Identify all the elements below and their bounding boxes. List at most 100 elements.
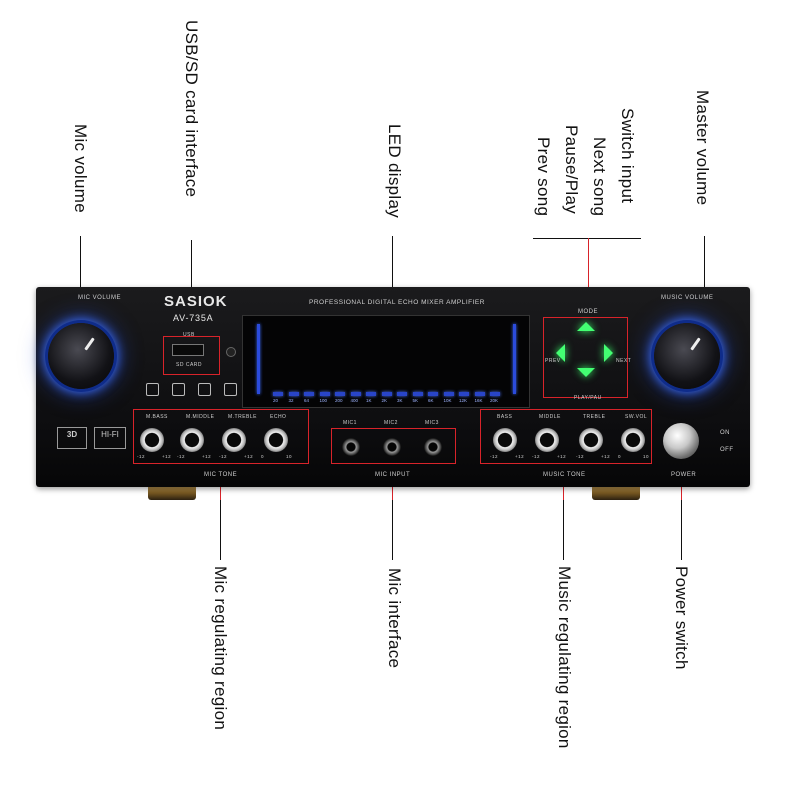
mic-tone-knob[interactable]	[140, 428, 164, 452]
usb-port[interactable]	[172, 344, 204, 356]
eq-segment	[443, 392, 454, 396]
knob-range-high: +12	[202, 454, 212, 459]
music-tone-caption: MUSIC TONE	[543, 472, 586, 478]
panel-title: PROFESSIONAL DIGITAL ECHO MIXER AMPLIFIE…	[309, 299, 485, 306]
eq-band-label: 5K	[412, 398, 419, 403]
eq-segment	[304, 392, 314, 396]
prev-caption: PREV	[545, 358, 561, 364]
mic-regulating-highlight	[133, 409, 309, 464]
mic-volume-caption: MIC VOLUME	[78, 295, 122, 301]
eq-segment	[381, 392, 392, 396]
mic-jack[interactable]	[424, 438, 442, 456]
label-next-song: Next song	[590, 137, 609, 217]
eq-segment	[474, 392, 485, 396]
label-pause-play: Pause/Play	[562, 125, 581, 214]
eq-band-label: 32	[288, 398, 294, 403]
label-music-regulating: Music regulating region	[555, 566, 574, 749]
eq-segment	[412, 392, 423, 396]
eq-segment	[319, 392, 330, 396]
power-switch[interactable]	[663, 423, 699, 459]
music-tone-knob-label: BASS	[497, 414, 513, 420]
knob-range-high: +12	[557, 454, 567, 459]
eq-band-label: 200	[335, 398, 343, 403]
label-switch-input: Switch input	[618, 108, 637, 204]
pointer-switch-input	[588, 238, 589, 318]
leader-mic-regulating	[220, 500, 221, 560]
record-icon-button[interactable]	[224, 383, 237, 396]
mic-jack[interactable]	[342, 438, 360, 456]
leader-switch-bar	[533, 238, 641, 239]
leader-master-volume	[704, 236, 705, 290]
prev-button[interactable]	[556, 344, 565, 362]
leader-power-switch	[681, 500, 682, 560]
knob-range-high: +12	[244, 454, 254, 459]
eq-band-label: 3K	[397, 398, 403, 403]
mode-icon-button[interactable]	[146, 383, 159, 396]
mic-interface-highlight	[331, 428, 456, 464]
mic-tone-knob[interactable]	[222, 428, 246, 452]
knob-range-low: -12	[532, 454, 541, 459]
music-tone-knob[interactable]	[621, 428, 645, 452]
music-tone-knob[interactable]	[493, 428, 517, 452]
eq-icon-button[interactable]	[198, 383, 211, 396]
leader-mic-interface	[392, 500, 393, 560]
leader-usb-sd	[191, 240, 192, 290]
eq-band-label: 1K	[366, 398, 372, 403]
mic-input-label: MIC1	[343, 420, 357, 426]
music-tone-knob-label: SW.VOL	[625, 414, 648, 420]
label-mic-volume: Mic volume	[71, 124, 90, 213]
knob-range-low: -12	[490, 454, 499, 459]
off-caption: OFF	[720, 447, 734, 453]
mic-tone-knob-label: M.TREBLE	[228, 414, 258, 420]
mic-input-label: MIC2	[384, 420, 398, 426]
mic-tone-knob-label: ECHO	[270, 414, 287, 420]
knob-range-low: -12	[219, 454, 228, 459]
eq-segment	[350, 392, 361, 396]
switch-input-highlight	[543, 317, 628, 398]
music-regulating-highlight	[480, 409, 652, 464]
music-tone-knob[interactable]	[579, 428, 603, 452]
mic-volume-knob[interactable]	[48, 323, 114, 389]
leader-mic-volume	[80, 236, 81, 290]
knob-range-high: +12	[601, 454, 611, 459]
repeat-icon-button[interactable]	[172, 383, 185, 396]
knob-range-low: 0	[618, 454, 622, 459]
mic-tone-knob[interactable]	[180, 428, 204, 452]
knob-range-low: -12	[137, 454, 146, 459]
eq-segment	[459, 392, 469, 396]
eq-band-label: 6K	[428, 398, 434, 403]
power-caption: POWER	[671, 472, 697, 478]
eq-band-label: 10K	[443, 398, 452, 403]
mic-tone-knob-label: M.BASS	[146, 414, 168, 420]
mic-tone-knob[interactable]	[264, 428, 288, 452]
mode-up-button[interactable]	[577, 322, 595, 331]
usb-caption: USB	[183, 332, 195, 338]
ir-sensor	[226, 347, 236, 357]
eq-segment	[428, 392, 438, 396]
play-pause-button[interactable]	[577, 368, 595, 377]
brand-logo: SASIOK	[164, 293, 228, 310]
eq-band-label: 12K	[459, 398, 468, 403]
sd-card-caption: SD CARD	[176, 362, 203, 368]
label-led-display: LED display	[385, 124, 404, 219]
knob-range-low: 0	[261, 454, 265, 459]
knob-range-high: 10	[643, 454, 650, 459]
next-button[interactable]	[604, 344, 613, 362]
master-volume-knob[interactable]	[654, 323, 720, 389]
knob-range-high: +12	[515, 454, 525, 459]
music-tone-knob[interactable]	[535, 428, 559, 452]
eq-band-label: 20K	[490, 398, 499, 403]
led-left-bar	[257, 324, 260, 394]
eq-band-label: 16K	[474, 398, 483, 403]
mic-jack[interactable]	[383, 438, 401, 456]
eq-segment	[397, 392, 407, 396]
eq-segment	[490, 392, 500, 396]
eq-segment	[335, 392, 345, 396]
knob-range-high: +12	[162, 454, 172, 459]
badge-3d: 3D	[57, 427, 87, 449]
eq-segment	[288, 392, 299, 396]
eq-segment	[366, 392, 376, 396]
music-volume-caption: MUSIC VOLUME	[661, 295, 714, 301]
mode-caption: MODE	[578, 309, 598, 315]
